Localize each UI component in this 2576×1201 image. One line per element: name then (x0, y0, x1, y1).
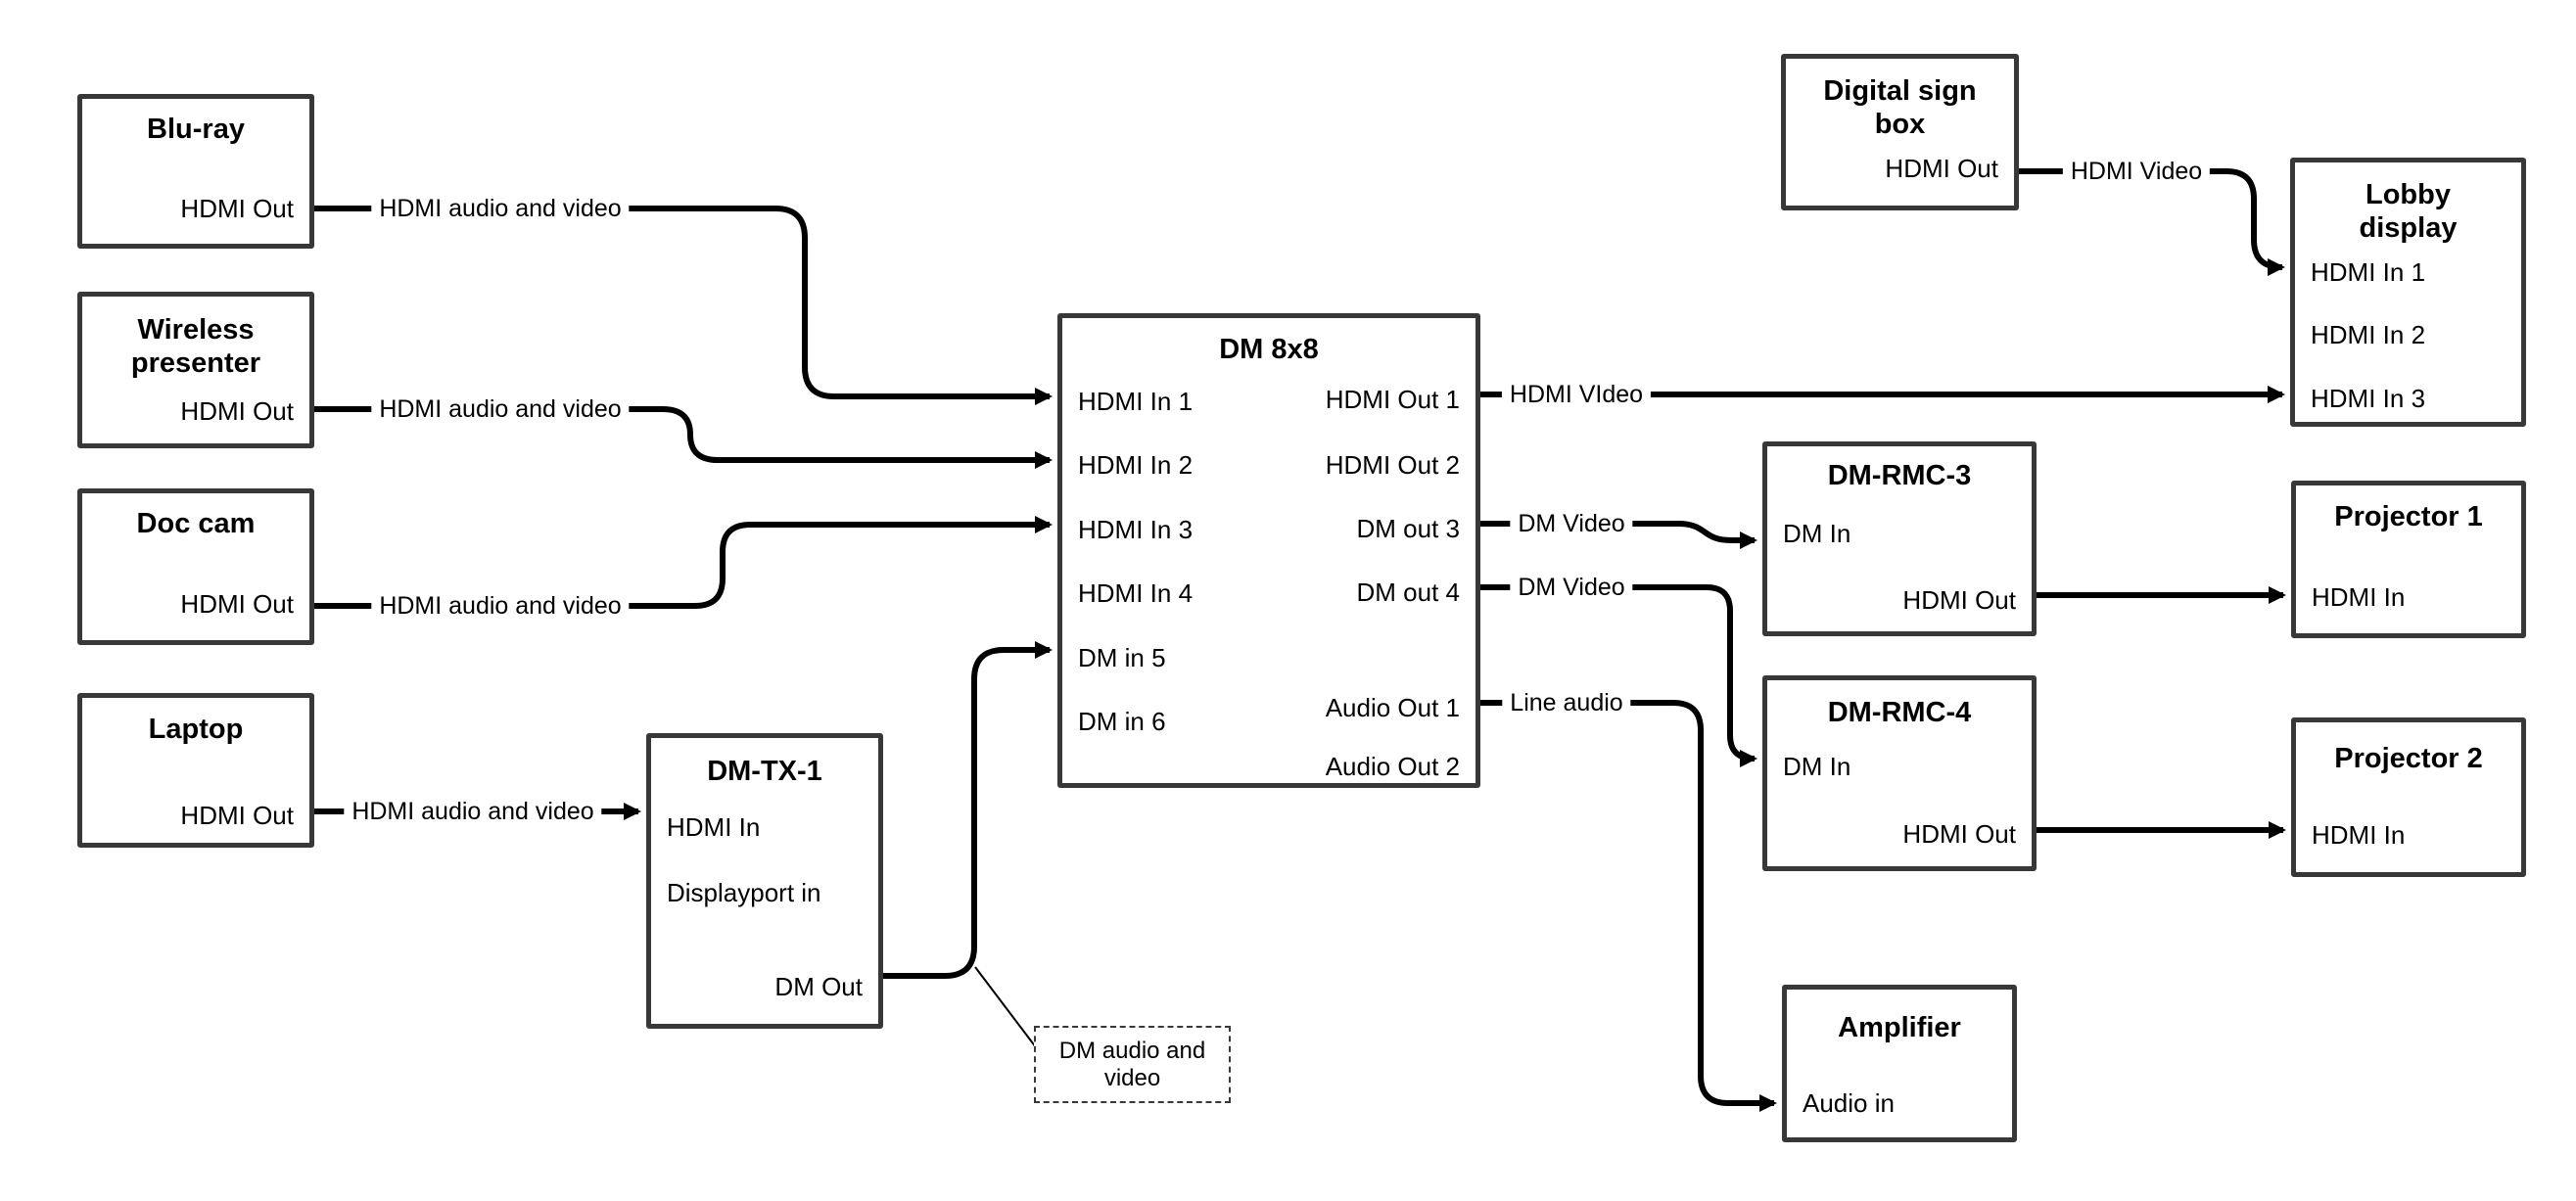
port-dm8x8-audio-out-1: Audio Out 1 (1325, 693, 1460, 722)
port-lobby-hdmi-in-3: HDMI In 3 (2311, 384, 2426, 413)
port-dm8x8-hdmi-in-2: HDMI In 2 (1078, 450, 1194, 480)
node-digital-sign-box: Digital sign box HDMI Out (1781, 54, 2019, 210)
edge-bluray-to-dm8x8-in1 (314, 206, 1053, 405)
edge-label-line-audio: Line audio (1502, 688, 1631, 717)
node-laptop-title: Laptop (148, 714, 244, 745)
node-wireless-presenter-title: Wireless presenter (130, 314, 261, 379)
node-amplifier-title: Amplifier (1838, 1012, 1961, 1043)
callout-leader-line (974, 966, 1037, 1048)
port-lobby-hdmi-in-1: HDMI In 1 (2311, 257, 2426, 287)
edge-dmtx1-to-dm8x8-in5 (883, 641, 1053, 979)
edge-label-bluray-hdmi: HDMI audio and video (371, 194, 630, 223)
port-dm8x8-dm-in-6: DM in 6 (1078, 707, 1166, 736)
port-rmc4-hdmi-out: HDMI Out (1902, 819, 2016, 849)
port-dm8x8-dm-in-5: DM in 5 (1078, 643, 1166, 672)
port-amp-audio-in: Audio in (1803, 1088, 1895, 1118)
port-dm8x8-dm-out-3: DM out 3 (1356, 514, 1461, 543)
edge-label-dm-video-out3: DM Video (1510, 509, 1633, 538)
edge-label-dm-video-out4: DM Video (1510, 573, 1633, 602)
node-doc-cam: Doc cam HDMI Out (77, 488, 314, 645)
edge-dm8x8-out4-to-rmc4 (1480, 584, 1757, 767)
port-dm8x8-hdmi-out-2: HDMI Out 2 (1325, 450, 1460, 480)
node-dm-8x8: DM 8x8 HDMI In 1 HDMI In 2 HDMI In 3 HDM… (1057, 313, 1480, 788)
node-laptop: Laptop HDMI Out (77, 693, 314, 848)
port-dm8x8-hdmi-in-1: HDMI In 1 (1078, 387, 1194, 416)
node-projector-1: Projector 1 HDMI In (2291, 481, 2526, 638)
port-lobby-hdmi-in-2: HDMI In 2 (2311, 320, 2426, 349)
node-lobby-display: Lobby display HDMI In 1 HDMI In 2 HDMI I… (2290, 158, 2526, 427)
port-proj1-hdmi-in: HDMI In (2312, 582, 2406, 612)
edge-label-doccam-hdmi: HDMI audio and video (371, 591, 630, 621)
port-signbox-hdmi-out: HDMI Out (1885, 154, 1998, 183)
port-rmc3-dm-in: DM In (1783, 519, 1851, 548)
node-wireless-presenter: Wireless presenter HDMI Out (77, 292, 314, 448)
port-rmc4-dm-in: DM In (1783, 752, 1851, 781)
node-projector-2-title: Projector 2 (2334, 743, 2483, 774)
edge-signbox-to-lobby-in1 (2019, 168, 2285, 276)
port-proj2-hdmi-in: HDMI In (2312, 820, 2406, 850)
edge-label-laptop-hdmi: HDMI audio and video (344, 797, 602, 826)
node-dm-rmc-4: DM-RMC-4 DM In HDMI Out (1762, 675, 2037, 871)
node-bluray-title: Blu-ray (147, 114, 245, 145)
node-lobby-display-title: Lobby display (2359, 179, 2458, 244)
node-dm-rmc-3-title: DM-RMC-3 (1827, 460, 1972, 491)
node-dm-tx-1: DM-TX-1 HDMI In Displayport in DM Out (646, 733, 883, 1029)
port-dmtx1-hdmi-in: HDMI In (667, 812, 761, 842)
edge-dm8x8-out3-to-rmc3 (1480, 521, 1757, 549)
node-bluray: Blu-ray HDMI Out (77, 94, 314, 249)
port-wireless-hdmi-out: HDMI Out (180, 396, 294, 426)
port-dm8x8-hdmi-out-1: HDMI Out 1 (1325, 385, 1460, 414)
port-dm8x8-hdmi-in-3: HDMI In 3 (1078, 515, 1194, 544)
port-bluray-hdmi-out: HDMI Out (180, 194, 294, 223)
port-dmtx1-displayport-in: Displayport in (667, 878, 821, 907)
node-projector-2: Projector 2 HDMI In (2291, 717, 2526, 877)
edge-wireless-to-dm8x8-in2 (314, 406, 1053, 469)
node-projector-1-title: Projector 1 (2334, 501, 2483, 532)
port-doccam-hdmi-out: HDMI Out (180, 589, 294, 619)
port-dm8x8-dm-out-4: DM out 4 (1356, 577, 1461, 607)
node-dm-tx-1-title: DM-TX-1 (707, 756, 822, 787)
port-rmc3-hdmi-out: HDMI Out (1902, 585, 2016, 615)
callout-dm-audio-video: DM audio and video (1034, 1026, 1231, 1103)
port-laptop-hdmi-out: HDMI Out (180, 801, 294, 830)
port-dmtx1-dm-out: DM Out (774, 972, 863, 1001)
callout-dm-audio-video-text: DM audio and video (1058, 1037, 1206, 1091)
node-amplifier: Amplifier Audio in (1782, 985, 2017, 1142)
edge-dm8x8-aout1-to-amp (1480, 700, 1777, 1112)
edge-label-sign-hdmi-video: HDMI Video (2062, 157, 2211, 186)
port-dm8x8-hdmi-in-4: HDMI In 4 (1078, 578, 1194, 608)
edge-label-wireless-hdmi: HDMI audio and video (371, 394, 630, 424)
edge-doccam-to-dm8x8-in3 (314, 516, 1053, 609)
node-doc-cam-title: Doc cam (136, 508, 256, 539)
node-dm-rmc-4-title: DM-RMC-4 (1827, 697, 1972, 728)
node-dm-rmc-3: DM-RMC-3 DM In HDMI Out (1762, 441, 2037, 636)
node-dm-8x8-title: DM 8x8 (1219, 334, 1319, 365)
node-digital-sign-box-title: Digital sign box (1823, 75, 1977, 140)
edge-label-hdmi-video-out1: HDMI VIdeo (1501, 380, 1652, 409)
port-dm8x8-audio-out-2: Audio Out 2 (1325, 752, 1460, 781)
